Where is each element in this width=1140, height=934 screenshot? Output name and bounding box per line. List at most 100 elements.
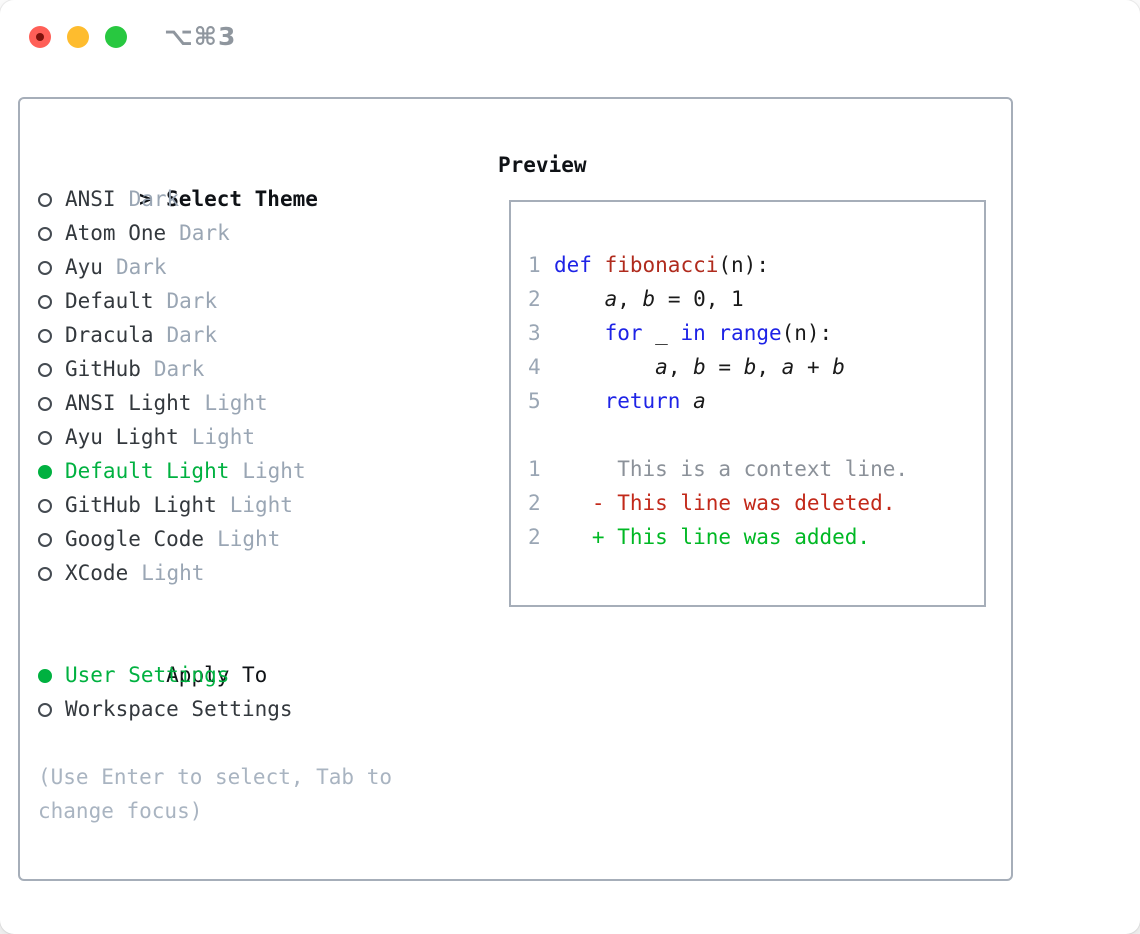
traffic-lights [29, 26, 127, 48]
code-line: 2 a, b = 0, 1 [528, 282, 908, 316]
theme-item-name: ANSI Light [65, 391, 192, 415]
theme-item-google-code[interactable]: Google Code Light [38, 522, 392, 556]
theme-item-tag: Light [191, 425, 256, 449]
theme-item-default-light[interactable]: Default Light Light [38, 454, 392, 488]
line-number: 4 [528, 355, 541, 379]
code-line: 1 This is a context line. [528, 452, 908, 486]
preview-title: Preview [498, 153, 587, 177]
line-number: 5 [528, 389, 541, 413]
theme-item-name: Atom One [65, 221, 167, 245]
spacer [38, 590, 392, 624]
line-number: 2 [528, 287, 541, 311]
theme-item-name: Google Code [65, 527, 205, 551]
theme-item-xcode[interactable]: XCode Light [38, 556, 392, 590]
line-number: 2 [528, 525, 541, 549]
theme-item-name: GitHub Light [65, 493, 217, 517]
theme-item-name: Default [65, 289, 154, 313]
line-number: 2 [528, 491, 541, 515]
radio-icon [38, 488, 65, 522]
spacer [38, 726, 392, 760]
code-text: for _ in range(n): [604, 321, 833, 345]
radio-icon [38, 352, 65, 386]
code-line: 2 - This line was deleted. [528, 486, 908, 520]
theme-list-title: Select Theme [166, 187, 318, 211]
radio-icon [38, 692, 65, 726]
radio-icon [38, 182, 65, 216]
radio-icon [38, 386, 65, 420]
theme-item-tag: Light [141, 561, 205, 585]
theme-item-atom-one[interactable]: Atom One Dark [38, 216, 392, 250]
theme-item-name: Ayu [65, 255, 103, 279]
apply-option-name: User Settings [65, 663, 230, 687]
radio-icon [38, 284, 65, 318]
theme-item-tag: Dark [115, 255, 167, 279]
code-text: return a [604, 389, 706, 413]
code-line [528, 418, 908, 452]
radio-icon [38, 318, 65, 352]
theme-item-name: Default Light [65, 459, 230, 483]
apply-option-name: Workspace Settings [65, 697, 293, 721]
code-line: 3 for _ in range(n): [528, 316, 908, 350]
zoom-icon[interactable] [105, 26, 127, 48]
apply-option-workspace-settings[interactable]: Workspace Settings [38, 692, 392, 726]
code-text: a, b = b, a + b [655, 355, 845, 379]
theme-item-ayu-light[interactable]: Ayu Light Light [38, 420, 392, 454]
titlebar: ⌥⌘3 [0, 0, 1140, 74]
code-line: 1 def fibonacci(n): [528, 248, 908, 282]
line-number: 1 [528, 253, 541, 277]
theme-item-dracula[interactable]: Dracula Dark [38, 318, 392, 352]
theme-item-name: Dracula [65, 323, 154, 347]
apply-option-user-settings[interactable]: User Settings [38, 658, 392, 692]
theme-item-github[interactable]: GitHub Dark [38, 352, 392, 386]
theme-item-name: Ayu Light [65, 425, 179, 449]
code-text: - This line was deleted. [554, 491, 896, 515]
theme-item-tag: Dark [179, 221, 230, 245]
theme-item-github-light[interactable]: GitHub Light Light [38, 488, 392, 522]
code-line: 2 + This line was added. [528, 520, 908, 554]
theme-item-tag: Light [204, 391, 268, 415]
code-text: a, b = 0, 1 [604, 287, 744, 311]
theme-item-tag: Light [242, 459, 306, 483]
theme-item-name: ANSI [65, 187, 116, 211]
code-line: 5 return a [528, 384, 908, 418]
theme-item-default[interactable]: Default Dark [38, 284, 392, 318]
theme-item-tag: Dark [153, 357, 205, 381]
code-text: def fibonacci(n): [554, 253, 769, 277]
apply-to-title: Apply To [166, 663, 268, 687]
code-text: + This line was added. [554, 525, 871, 549]
prompt-icon: > [139, 187, 152, 211]
hint-line: (Use Enter to select, Tab to [38, 765, 393, 789]
theme-item-tag: Dark [166, 323, 218, 347]
theme-item-tag: Light [217, 527, 281, 551]
theme-item-name: XCode [65, 561, 129, 585]
theme-item-ansi-light[interactable]: ANSI Light Light [38, 386, 392, 420]
radio-icon [38, 216, 65, 250]
hint-text: (Use Enter to select, Tab to change focus… [38, 760, 392, 828]
apply-to-header: Apply To [38, 624, 392, 687]
theme-item-tag: Light [229, 493, 293, 517]
minimize-icon[interactable] [67, 26, 89, 48]
hint-line: change focus) [38, 799, 203, 823]
line-number: 1 [528, 457, 541, 481]
line-number: 3 [528, 321, 541, 345]
theme-item-tag: Dark [166, 289, 218, 313]
close-icon[interactable] [29, 26, 51, 48]
radio-icon [38, 420, 65, 454]
radio-selected-icon [38, 658, 65, 692]
radio-icon [38, 250, 65, 284]
theme-list-header: > Select Theme [38, 148, 392, 211]
window-shortcut-label: ⌥⌘3 [164, 22, 237, 51]
theme-item-ayu[interactable]: Ayu Dark [38, 250, 392, 284]
theme-item-name: GitHub [65, 357, 141, 381]
theme-item-tag: Dark [128, 187, 180, 211]
radio-selected-icon [38, 454, 65, 488]
radio-icon [38, 556, 65, 590]
code-line: 4 a, b = b, a + b [528, 350, 908, 384]
theme-item-ansi[interactable]: ANSI Dark [38, 182, 392, 216]
